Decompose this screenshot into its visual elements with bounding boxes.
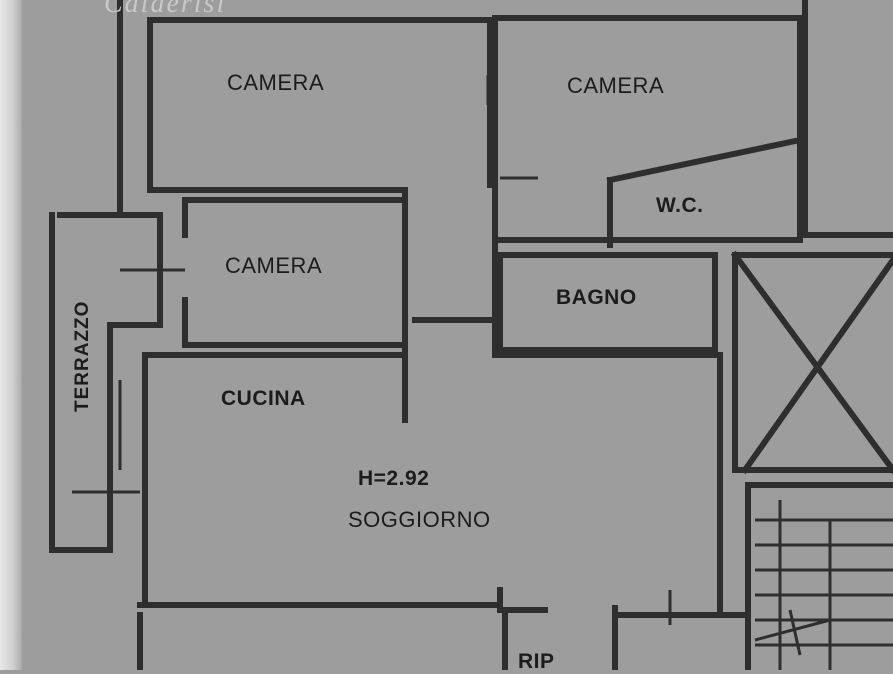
- stair-arrow: [754, 609, 831, 656]
- room-label-cucina: CUCINA: [221, 387, 306, 410]
- room-label-soggiorno: SOGGIORNO: [348, 507, 491, 532]
- ceiling-height-label: H=2.92: [358, 467, 430, 490]
- room-label-camera-1: CAMERA: [227, 70, 325, 95]
- wall-corridor: [412, 182, 498, 358]
- elevator-shaft: [730, 250, 893, 475]
- door-marks: [72, 75, 672, 625]
- wall-terrazzo: [49, 212, 163, 553]
- room-label-rip: RIP: [518, 650, 555, 673]
- wall-top-left-room: [147, 17, 493, 193]
- wall-cucina-top: [142, 352, 408, 603]
- paper-edge: [0, 0, 22, 670]
- stair-outline: [745, 482, 893, 670]
- stair-treads: [755, 500, 893, 670]
- room-label-camera-2: CAMERA: [567, 73, 665, 98]
- wall-camera-mid: [182, 192, 408, 423]
- wall-right-column: [802, 0, 893, 238]
- wall-soggiorno-bottom: [137, 587, 548, 613]
- room-label-camera-3: CAMERA: [225, 253, 323, 278]
- room-label-terrazzo: TERRAZZO: [72, 300, 93, 412]
- room-label-wc: W.C.: [656, 194, 704, 217]
- room-label-bagno: BAGNO: [556, 286, 637, 309]
- wall-top-right-room: [492, 15, 803, 248]
- wall-soggiorno-right: [497, 352, 723, 613]
- wall-bottom-rooms: [137, 605, 748, 670]
- wall-bagno: [497, 252, 718, 353]
- wall-wc: [497, 136, 804, 248]
- watermark-text: Calderisi: [104, 0, 227, 19]
